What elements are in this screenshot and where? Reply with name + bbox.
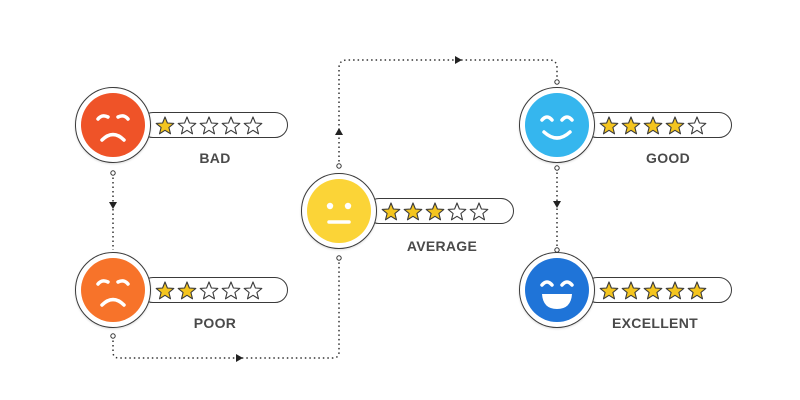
connector-dot (110, 333, 116, 339)
star-row-bad (155, 116, 263, 135)
star-row-excellent (599, 281, 707, 300)
filled-star-icon (403, 202, 423, 221)
filled-star-icon (687, 281, 707, 300)
star-bar-good (584, 112, 732, 138)
rating-label-poor: POOR (193, 315, 237, 331)
connector-dot (554, 165, 560, 171)
connector-arrow (236, 354, 243, 362)
connector-dot (110, 170, 116, 176)
filled-star-icon (665, 281, 685, 300)
filled-star-icon (177, 281, 197, 300)
empty-star-icon (221, 281, 241, 300)
star-row-good (599, 116, 707, 135)
star-bar-bad (140, 112, 288, 138)
filled-star-icon (155, 281, 175, 300)
connector-dot (336, 255, 342, 261)
empty-star-icon (447, 202, 467, 221)
star-bar-poor (140, 277, 288, 303)
connector-average-to-good (338, 59, 558, 166)
star-row-average (381, 202, 489, 221)
rating-label-average: AVERAGE (406, 238, 478, 254)
empty-star-icon (243, 281, 263, 300)
star-bar-average (366, 198, 514, 224)
filled-star-icon (425, 202, 445, 221)
empty-star-icon (469, 202, 489, 221)
empty-star-icon (199, 281, 219, 300)
filled-star-icon (643, 116, 663, 135)
rating-label-bad: BAD (199, 150, 231, 166)
filled-star-icon (665, 116, 685, 135)
neutral-face-icon (301, 173, 377, 249)
filled-star-icon (155, 116, 175, 135)
filled-star-icon (599, 116, 619, 135)
filled-star-icon (643, 281, 663, 300)
sad-face-icon (75, 252, 151, 328)
connector-arrow (553, 201, 561, 208)
filled-star-icon (621, 116, 641, 135)
connector-poor-to-average (112, 258, 340, 359)
connector-dot (336, 163, 342, 169)
grinning-face-icon (519, 252, 595, 328)
star-row-poor (155, 281, 263, 300)
connector-arrow (109, 202, 117, 209)
empty-star-icon (177, 116, 197, 135)
filled-star-icon (621, 281, 641, 300)
filled-star-icon (599, 281, 619, 300)
smiling-face-icon (519, 87, 595, 163)
filled-star-icon (381, 202, 401, 221)
rating-label-excellent: EXCELLENT (612, 315, 698, 331)
empty-star-icon (221, 116, 241, 135)
connector-arrow (455, 56, 462, 64)
empty-star-icon (199, 116, 219, 135)
rating-label-good: GOOD (646, 150, 690, 166)
star-bar-excellent (584, 277, 732, 303)
empty-star-icon (243, 116, 263, 135)
connector-dot (554, 79, 560, 85)
sad-face-icon (75, 87, 151, 163)
empty-star-icon (687, 116, 707, 135)
connector-arrow (335, 128, 343, 135)
